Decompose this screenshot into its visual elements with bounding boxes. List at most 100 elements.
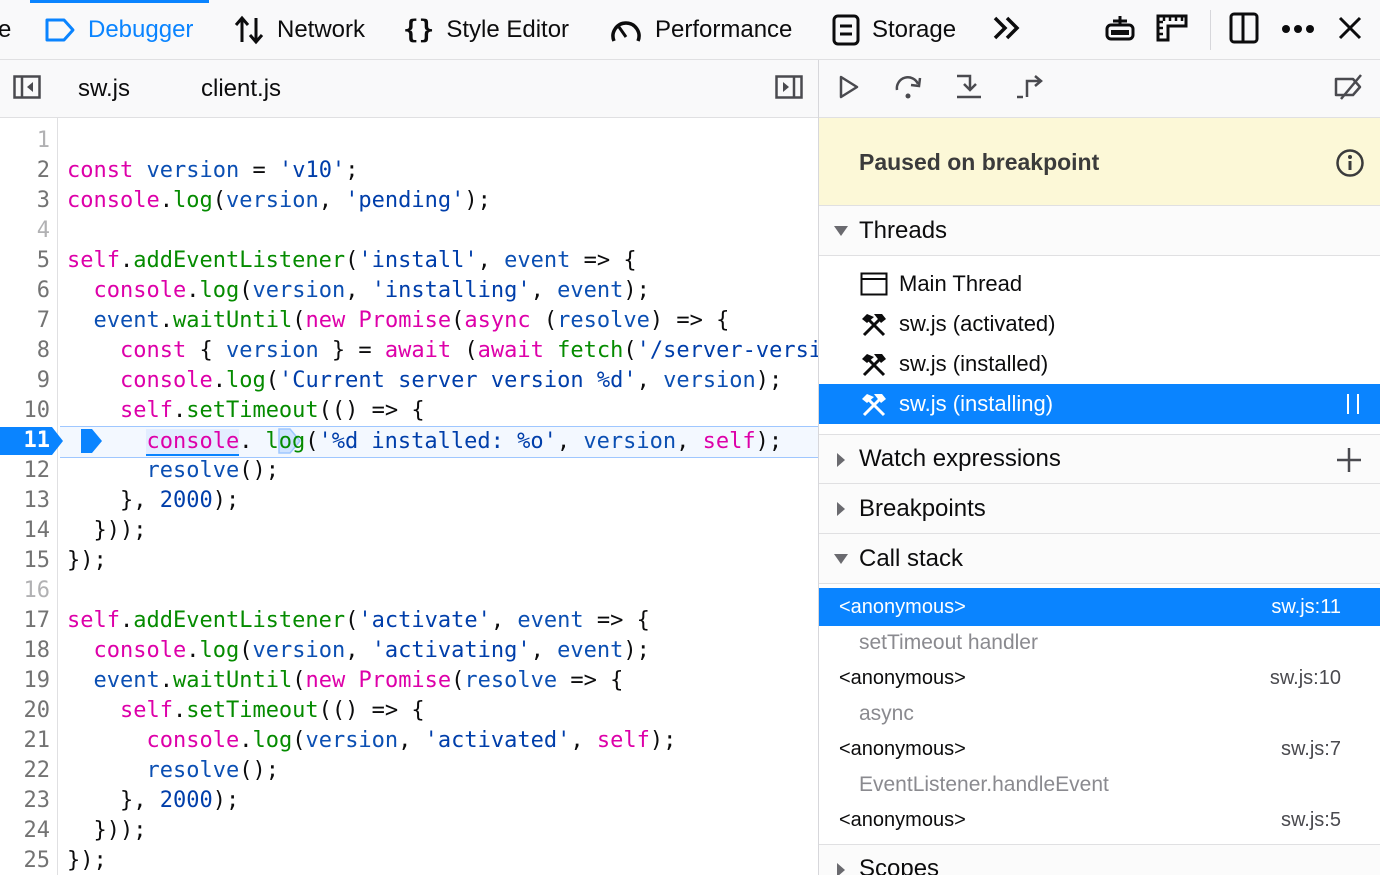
code-line[interactable]: 9 console.log('Current server version %d… xyxy=(0,366,818,396)
code-line[interactable]: 25}); xyxy=(0,846,818,875)
tab-debugger[interactable]: Debugger xyxy=(29,0,210,60)
code-line[interactable]: 7 event.waitUntil(new Promise(async (res… xyxy=(0,306,818,336)
code-token: . xyxy=(159,308,173,333)
code-line[interactable]: 22 resolve(); xyxy=(0,756,818,786)
toggle-sources-pane-button[interactable] xyxy=(12,74,42,104)
line-number[interactable]: 4 xyxy=(36,218,50,243)
info-icon[interactable] xyxy=(1335,148,1365,178)
tab-style-editor[interactable]: {} Style Editor xyxy=(403,15,570,45)
code-line[interactable]: 14 })); xyxy=(0,516,818,546)
line-number[interactable]: 9 xyxy=(36,368,50,393)
resume-button[interactable] xyxy=(833,73,865,105)
step-over-button[interactable] xyxy=(893,73,925,105)
breakpoints-section-header[interactable]: Breakpoints xyxy=(819,484,1380,534)
line-number[interactable]: 2 xyxy=(36,158,50,183)
code-line[interactable]: 1 xyxy=(0,126,818,156)
line-number[interactable]: 11 xyxy=(23,428,51,453)
line-number[interactable]: 15 xyxy=(23,548,51,573)
thread-sw-activated[interactable]: sw.js (activated) xyxy=(819,304,1380,344)
line-number[interactable]: 13 xyxy=(23,488,51,513)
line-number[interactable]: 10 xyxy=(23,398,51,423)
deactivate-breakpoints-button[interactable] xyxy=(1333,73,1365,105)
scopes-section-header[interactable]: Scopes xyxy=(819,844,1380,875)
code-token: console xyxy=(146,728,240,753)
thread-sw-installed[interactable]: sw.js (installed) xyxy=(819,344,1380,384)
line-number[interactable]: 19 xyxy=(23,668,51,693)
line-number[interactable]: 17 xyxy=(23,608,51,633)
column-breakpoint-icon[interactable] xyxy=(278,428,302,463)
thread-main[interactable]: Main Thread xyxy=(819,264,1380,304)
watch-expressions-section-header[interactable]: Watch expressions xyxy=(819,434,1380,484)
line-number[interactable]: 5 xyxy=(36,248,50,273)
thread-sw-installing[interactable]: sw.js (installing) xyxy=(819,384,1380,424)
line-number[interactable]: 24 xyxy=(23,818,51,843)
tab-performance[interactable]: Performance xyxy=(609,0,792,60)
source-tab-sw-js[interactable]: sw.js xyxy=(78,75,131,102)
dock-side-icon xyxy=(1229,12,1259,49)
step-in-button[interactable] xyxy=(953,73,985,105)
line-number[interactable]: 12 xyxy=(23,458,51,483)
line-number[interactable]: 6 xyxy=(36,278,50,303)
line-number[interactable]: 18 xyxy=(23,638,51,663)
line-number[interactable]: 14 xyxy=(23,518,51,543)
braces-icon: {} xyxy=(403,15,435,45)
dock-side-button[interactable] xyxy=(1224,10,1264,50)
tab-network[interactable]: Network xyxy=(233,0,365,60)
line-number[interactable]: 8 xyxy=(36,338,50,363)
ruler-button[interactable] xyxy=(1152,10,1192,50)
threads-section-header[interactable]: Threads xyxy=(819,206,1380,256)
code-line[interactable]: 24 })); xyxy=(0,816,818,846)
code-token xyxy=(544,338,557,363)
add-watch-expression-icon[interactable] xyxy=(1335,446,1363,474)
line-number[interactable]: 3 xyxy=(36,188,50,213)
code-token: setTimeout xyxy=(186,698,319,723)
call-frame[interactable]: <anonymous> sw.js:10 xyxy=(839,666,1341,689)
code-line[interactable]: 12 resolve(); xyxy=(0,456,818,486)
code-line[interactable]: 19 event.waitUntil(new Promise(resolve =… xyxy=(0,666,818,696)
line-number[interactable]: 22 xyxy=(23,758,51,783)
step-out-button[interactable] xyxy=(1013,73,1045,105)
line-number[interactable]: 7 xyxy=(36,308,50,333)
code-token: , xyxy=(345,638,372,663)
close-toolbox-button[interactable] xyxy=(1330,10,1370,50)
breakpoint-marker[interactable] xyxy=(0,427,64,455)
code-text: resolve(); xyxy=(67,456,278,486)
source-tab-client-js[interactable]: client.js xyxy=(201,75,282,102)
line-gutter[interactable] xyxy=(0,118,58,875)
column-breakpoint-icon[interactable] xyxy=(80,428,104,463)
code-line[interactable]: 11 console.log('%d installed: %o', versi… xyxy=(0,426,818,458)
code-line[interactable]: 13 }, 2000); xyxy=(0,486,818,516)
code-line[interactable]: 6 console.log(version, 'installing', eve… xyxy=(0,276,818,306)
more-options-button[interactable] xyxy=(1278,10,1318,50)
call-frame[interactable]: <anonymous> sw.js:5 xyxy=(839,808,1341,831)
responsive-design-button[interactable] xyxy=(1100,10,1140,50)
code-line[interactable]: 15}); xyxy=(0,546,818,576)
call-stack-section-header[interactable]: Call stack xyxy=(819,534,1380,584)
line-number[interactable]: 1 xyxy=(36,128,50,153)
code-line[interactable]: 18 console.log(version, 'activating', ev… xyxy=(0,636,818,666)
code-line[interactable]: 23 }, 2000); xyxy=(0,786,818,816)
code-line[interactable]: 16 xyxy=(0,576,818,606)
code-line[interactable]: 20 self.setTimeout(() => { xyxy=(0,696,818,726)
code-line[interactable]: 21 console.log(version, 'activated', sel… xyxy=(0,726,818,756)
line-number[interactable]: 25 xyxy=(23,848,51,873)
toggle-secondary-pane-button[interactable] xyxy=(774,74,804,104)
code-line[interactable]: 8 const { version } = await (await fetch… xyxy=(0,336,818,366)
call-frame[interactable]: <anonymous> sw.js:11 xyxy=(819,588,1380,626)
code-line[interactable]: 4 xyxy=(0,216,818,246)
call-frame[interactable]: <anonymous> sw.js:7 xyxy=(839,737,1341,760)
tab-inspector-partial[interactable]: e xyxy=(0,16,12,43)
code-line[interactable]: 10 self.setTimeout(() => { xyxy=(0,396,818,426)
line-number[interactable]: 21 xyxy=(23,728,51,753)
line-number[interactable]: 20 xyxy=(23,698,51,723)
tab-storage[interactable]: Storage xyxy=(832,0,956,60)
line-number[interactable]: 16 xyxy=(23,578,51,603)
code-token: new xyxy=(305,668,346,693)
line-number[interactable]: 23 xyxy=(23,788,51,813)
more-tools-button[interactable] xyxy=(986,10,1026,50)
